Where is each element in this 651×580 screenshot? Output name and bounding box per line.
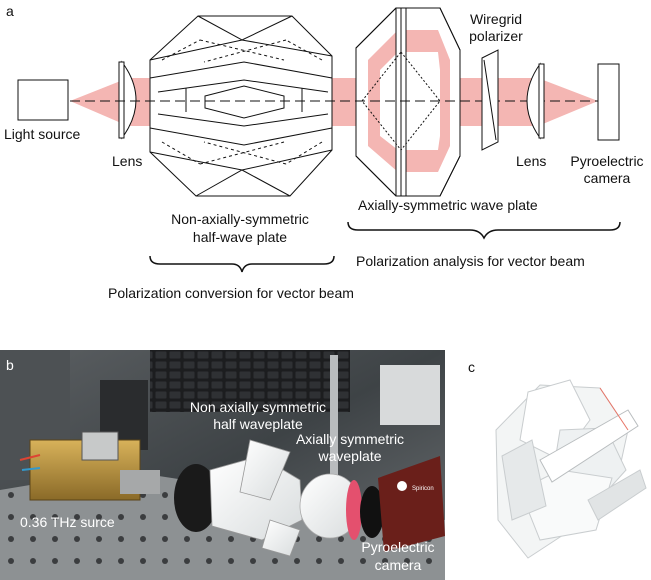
printed-waveplate-object [495,379,647,559]
photo-label-source: 0.36 THz surce [20,514,115,530]
light-source-box [17,79,69,121]
label-light-source: Light source [4,126,80,142]
panel-a: a [4,3,644,301]
keyboard [150,350,350,412]
sticker-text: Spiricon [412,486,434,492]
white-equipment [380,365,440,425]
label-wiregrid-line2: polarizer [469,28,523,44]
photo-label-pyro-line2: camera [375,557,422,573]
photo-label-axial-line2: waveplate [317,448,381,464]
lens-right [526,62,541,140]
label-non-axial-line1: Non-axially-symmetric [171,211,309,227]
photo-label-pyro-line1: Pyroelectric [361,539,434,555]
beam-converging [538,78,598,126]
post-rod [330,355,338,475]
photo-axial-plate [299,473,384,540]
label-wiregrid-line1: Wiregrid [470,11,522,27]
label-pyroelectric-line1: Pyroelectric [570,153,643,169]
brace-polarization-analysis [347,221,621,240]
panel-c: c [468,359,647,559]
label-pyroelectric-line2: camera [584,170,631,186]
wiregrid-polarizer [481,49,499,151]
photo-label-non-axial-line1: Non axially symmetric [190,399,326,415]
photo-label-axial-line1: Axially symmetric [296,431,404,447]
axial-plate-beam-ring [368,30,450,172]
panel-c-letter: c [468,359,475,375]
label-polarization-analysis: Polarization analysis for vector beam [356,253,585,269]
label-axial-wave-plate: Axially-symmetric wave plate [358,197,538,213]
panel-b: Spiricon b Non axially symmetric half wa… [0,350,445,580]
beam-expanding [70,78,128,126]
non-axial-half-wave-plate [149,15,333,197]
label-lens-left: Lens [112,153,142,169]
pyroelectric-camera-box [597,63,620,141]
label-polarization-conversion: Polarization conversion for vector beam [108,285,354,301]
photo-non-axial-plate [174,439,303,557]
photo-label-non-axial-line2: half waveplate [213,416,303,432]
panel-b-letter: b [6,357,14,373]
lens-right-mount [538,63,545,139]
photo-pyroelectric-camera: Spiricon [378,456,445,552]
panel-a-letter: a [6,3,14,19]
label-non-axial-line2: half-wave plate [193,229,287,245]
thz-source [19,431,160,501]
lens-left-mount [118,61,125,139]
axial-wave-plate [355,7,461,197]
brace-polarization-conversion [149,255,335,273]
label-lens-right: Lens [516,153,546,169]
